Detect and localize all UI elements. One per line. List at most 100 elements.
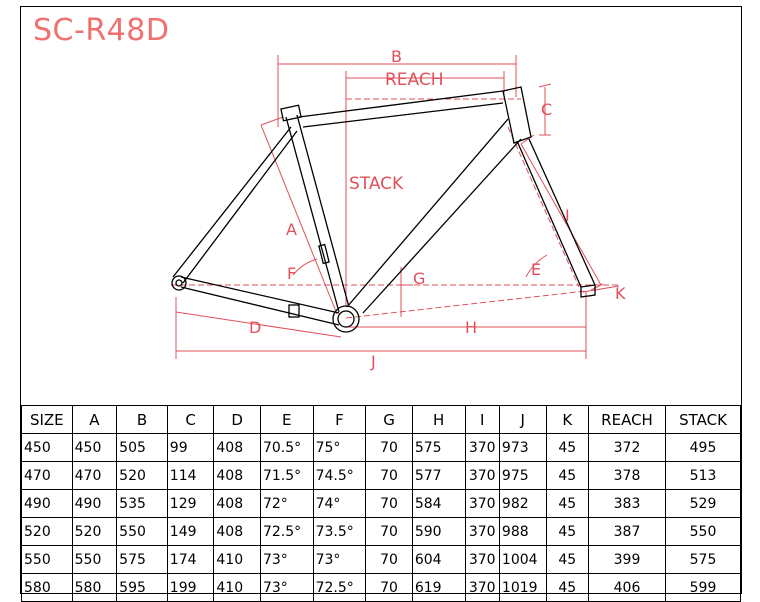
- label-f: F: [287, 264, 296, 283]
- label-h: H: [465, 318, 477, 337]
- table-cell: 575: [116, 545, 168, 574]
- header-a: A: [71, 405, 118, 434]
- table-cell: 370: [464, 489, 500, 518]
- table-cell: 470: [21, 461, 73, 490]
- table-cell: 70: [365, 545, 413, 574]
- table-cell: 45: [545, 545, 590, 574]
- label-j: J: [370, 352, 376, 371]
- table-cell: 114: [166, 461, 215, 490]
- geometry-sheet: SC-R48D: [20, 6, 742, 602]
- dimension-lines: [171, 55, 621, 359]
- table-cell: 71.5°: [259, 461, 314, 490]
- header-j: J: [498, 405, 547, 434]
- table-cell: 408: [213, 433, 261, 462]
- header-reach: REACH: [588, 405, 666, 434]
- label-c: C: [541, 100, 552, 119]
- label-i: I: [565, 206, 570, 225]
- table-cell: 129: [166, 489, 215, 518]
- table-cell: 550: [664, 517, 742, 546]
- table-cell: 72.5°: [312, 573, 367, 602]
- table-cell: 550: [71, 545, 118, 574]
- table-cell: 595: [116, 573, 168, 602]
- table-cell: 70: [365, 433, 413, 462]
- header-d: D: [213, 405, 261, 434]
- table-cell: 72.5°: [259, 517, 314, 546]
- table-cell: 408: [213, 461, 261, 490]
- table-cell: 70: [365, 573, 413, 602]
- table-cell: 975: [498, 461, 547, 490]
- table-cell: 575: [411, 433, 466, 462]
- table-header-row: SIZE A B C D E F G H I J K REACH STACK: [21, 405, 742, 434]
- table-cell: 372: [588, 433, 666, 462]
- table-cell: 406: [588, 573, 666, 602]
- table-cell: 535: [116, 489, 168, 518]
- table-cell: 70: [365, 517, 413, 546]
- table-cell: 490: [21, 489, 73, 518]
- table-cell: 174: [166, 545, 215, 574]
- table-cell: 45: [545, 573, 590, 602]
- table-cell: 599: [664, 573, 742, 602]
- table-cell: 575: [664, 545, 742, 574]
- table-cell: 513: [664, 461, 742, 490]
- table-cell: 399: [588, 545, 666, 574]
- table-cell: 45: [545, 489, 590, 518]
- table-cell: 149: [166, 517, 215, 546]
- table-cell: 988: [498, 517, 547, 546]
- header-size: SIZE: [21, 405, 73, 434]
- table-cell: 604: [411, 545, 466, 574]
- table-cell: 75°: [312, 433, 367, 462]
- table-cell: 73°: [259, 573, 314, 602]
- table-cell: 74.5°: [312, 461, 367, 490]
- table-cell: 99: [166, 433, 215, 462]
- table-cell: 370: [464, 517, 500, 546]
- table-cell: 73.5°: [312, 517, 367, 546]
- label-a: A: [286, 220, 297, 239]
- table-cell: 550: [116, 517, 168, 546]
- header-stack: STACK: [664, 405, 742, 434]
- table-cell: 505: [116, 433, 168, 462]
- table-cell: 520: [116, 461, 168, 490]
- frame-diagram: B REACH C STACK A I F G E K D H J: [171, 47, 626, 371]
- table-cell: 584: [411, 489, 466, 518]
- header-c: C: [166, 405, 215, 434]
- table-cell: 470: [71, 461, 118, 490]
- table-cell: 590: [411, 517, 466, 546]
- table-cell: 45: [545, 433, 590, 462]
- table-cell: 370: [464, 433, 500, 462]
- label-g: G: [413, 269, 425, 288]
- table-cell: 199: [166, 573, 215, 602]
- table-cell: 550: [21, 545, 73, 574]
- table-cell: 408: [213, 489, 261, 518]
- table-cell: 410: [213, 573, 261, 602]
- label-k: K: [615, 284, 626, 303]
- table-cell: 495: [664, 433, 742, 462]
- label-stack: STACK: [349, 174, 404, 194]
- geometry-table: SIZE A B C D E F G H I J K REACH STACK 4…: [21, 405, 742, 602]
- table-cell: 45: [545, 461, 590, 490]
- label-e: E: [531, 260, 541, 279]
- table-cell: 408: [213, 517, 261, 546]
- table-cell: 1019: [498, 573, 547, 602]
- table-cell: 580: [71, 573, 118, 602]
- header-h: H: [411, 405, 466, 434]
- table-cell: 378: [588, 461, 666, 490]
- table-cell: 383: [588, 489, 666, 518]
- table-cell: 529: [664, 489, 742, 518]
- label-reach: REACH: [385, 70, 444, 90]
- table-cell: 387: [588, 517, 666, 546]
- header-b: B: [116, 405, 168, 434]
- label-d: D: [249, 318, 261, 337]
- table-cell: 73°: [259, 545, 314, 574]
- model-title: SC-R48D: [33, 13, 170, 48]
- table-cell: 72°: [259, 489, 314, 518]
- table-cell: 580: [21, 573, 73, 602]
- label-b: B: [391, 47, 402, 66]
- table-cell: 450: [71, 433, 118, 462]
- header-g: G: [365, 405, 413, 434]
